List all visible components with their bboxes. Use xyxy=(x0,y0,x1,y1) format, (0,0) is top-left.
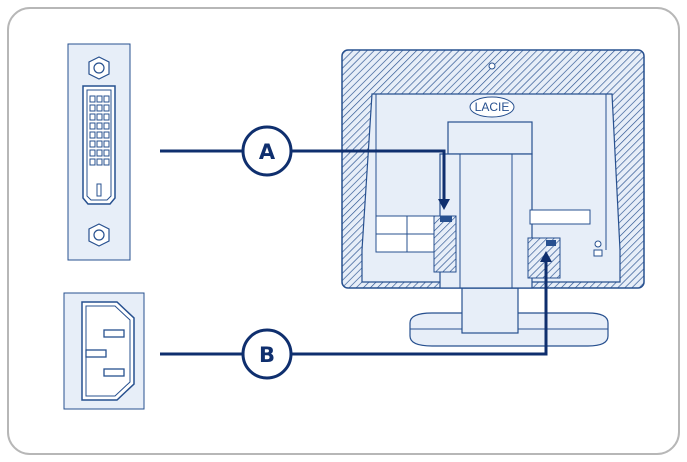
callout-b-label: B xyxy=(259,343,275,367)
dvi-pin xyxy=(96,104,103,112)
rear-ports-left xyxy=(375,215,457,273)
callout-a-label: A xyxy=(259,140,276,164)
dvi-pin xyxy=(96,122,103,130)
dvi-port xyxy=(440,216,452,222)
ventilation-slots xyxy=(346,98,640,248)
dvi-pin xyxy=(89,113,96,121)
dvi-pin xyxy=(89,122,96,130)
dvi-pin xyxy=(89,131,96,139)
power-inlet-icon xyxy=(63,292,145,410)
brand-logo-text: LACIE xyxy=(475,100,510,114)
dvi-pin xyxy=(103,158,110,166)
dvi-pin-grid xyxy=(89,95,110,166)
dvi-pin xyxy=(96,140,103,148)
dvi-pin xyxy=(103,131,110,139)
dvi-pin xyxy=(89,95,96,103)
screw-top-icon xyxy=(88,56,110,80)
dvi-pin xyxy=(103,113,110,121)
power-port xyxy=(546,240,556,246)
dvi-pin xyxy=(96,149,103,157)
dvi-pin xyxy=(103,140,110,148)
stand-neck xyxy=(461,287,519,334)
arrow-b-icon xyxy=(540,251,552,262)
dvi-pin xyxy=(103,95,110,103)
brand-logo: LACIE xyxy=(469,96,515,118)
dvi-pin xyxy=(96,95,103,103)
dvi-pin xyxy=(89,149,96,157)
dvi-connector-icon xyxy=(67,43,131,261)
arrow-a-icon xyxy=(438,199,450,210)
dvi-pin xyxy=(89,140,96,148)
dvi-pin xyxy=(103,104,110,112)
dvi-pin xyxy=(96,113,103,121)
screw-bottom-icon xyxy=(88,223,110,247)
dvi-pin xyxy=(103,122,110,130)
dvi-pin xyxy=(96,131,103,139)
callout-b: B xyxy=(241,328,293,380)
dvi-pin xyxy=(89,104,96,112)
dvi-pin xyxy=(103,149,110,157)
monitor-rear-view: LACIE xyxy=(341,49,645,347)
dvi-pin xyxy=(96,158,103,166)
callout-a: A xyxy=(241,125,293,177)
dvi-pin xyxy=(89,158,96,166)
